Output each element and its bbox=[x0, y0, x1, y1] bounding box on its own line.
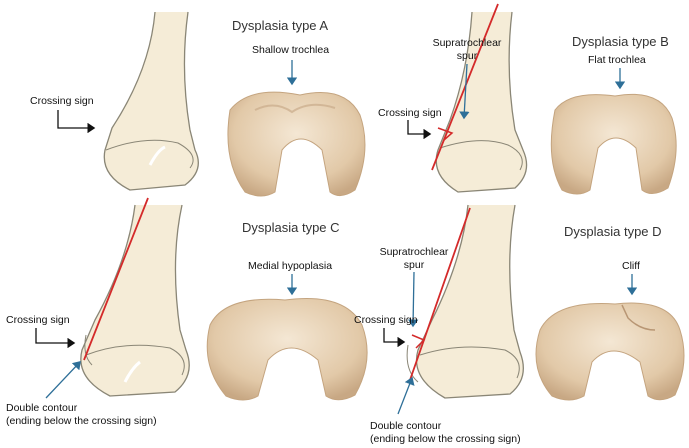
panel-d-double-arrow bbox=[397, 376, 415, 415]
panel-b-top-label: Flat trochlea bbox=[588, 54, 646, 66]
panel-b-femur bbox=[435, 11, 528, 193]
panel-d-crossing-arrow bbox=[383, 328, 406, 348]
panel-d-red-line bbox=[409, 207, 471, 381]
panel-d-double-label-1: Double contour bbox=[370, 420, 442, 432]
panel-b-spur-mark bbox=[437, 127, 454, 141]
panel-a-top-label: Shallow trochlea bbox=[252, 44, 330, 56]
panel-c-double-label-1: Double contour bbox=[6, 402, 78, 414]
panel-d-top-label: Cliff bbox=[622, 260, 640, 272]
panel-d-spur-arrow bbox=[407, 271, 419, 328]
panel-d-femur bbox=[406, 204, 524, 399]
panel-a-condyle bbox=[227, 91, 366, 197]
panel-d-title: Dysplasia type D bbox=[564, 224, 662, 239]
panel-b-crossing-label: Crossing sign bbox=[378, 107, 442, 119]
panel-c-crossing-arrow bbox=[35, 328, 76, 349]
panel-d-spur-label-1: Supratrochlear bbox=[379, 246, 449, 258]
panel-d-spur-mark bbox=[411, 334, 426, 349]
panel-c-double-label-2: (ending below the crossing sign) bbox=[6, 415, 157, 427]
panel-c-red-line bbox=[83, 197, 149, 361]
panel-a-title: Dysplasia type A bbox=[232, 18, 329, 33]
panel-b-crossing-arrow bbox=[407, 120, 432, 140]
panel-d-condyle bbox=[535, 302, 685, 401]
panel-c-title: Dysplasia type C bbox=[242, 220, 340, 235]
panel-d-crossing-label: Crossing sign bbox=[354, 314, 418, 326]
panel-a-crossing-arrow bbox=[57, 110, 96, 134]
panel-a-femur bbox=[103, 11, 199, 191]
panel-c-femur bbox=[80, 204, 190, 397]
panel-b-spur-label-2: spur bbox=[456, 50, 478, 62]
panel-c-condyle bbox=[206, 297, 368, 401]
panel-c-top-label: Medial hypoplasia bbox=[248, 260, 333, 272]
panel-d-double-label-2: (ending below the crossing sign) bbox=[370, 433, 521, 445]
panel-d-spur-label-2: spur bbox=[403, 259, 425, 271]
panel-b-red-line bbox=[431, 3, 499, 171]
panel-b-spur-arrow bbox=[459, 63, 470, 120]
panel-c-crossing-label: Crossing sign bbox=[6, 314, 70, 326]
panel-b-spur-label-1: Supratrochlear bbox=[432, 37, 502, 49]
panel-a-crossing-label: Crossing sign bbox=[30, 95, 94, 107]
panel-b-title: Dysplasia type B bbox=[572, 34, 669, 49]
panel-b-condyle bbox=[550, 93, 677, 195]
panel-c-double-arrow bbox=[45, 361, 81, 399]
